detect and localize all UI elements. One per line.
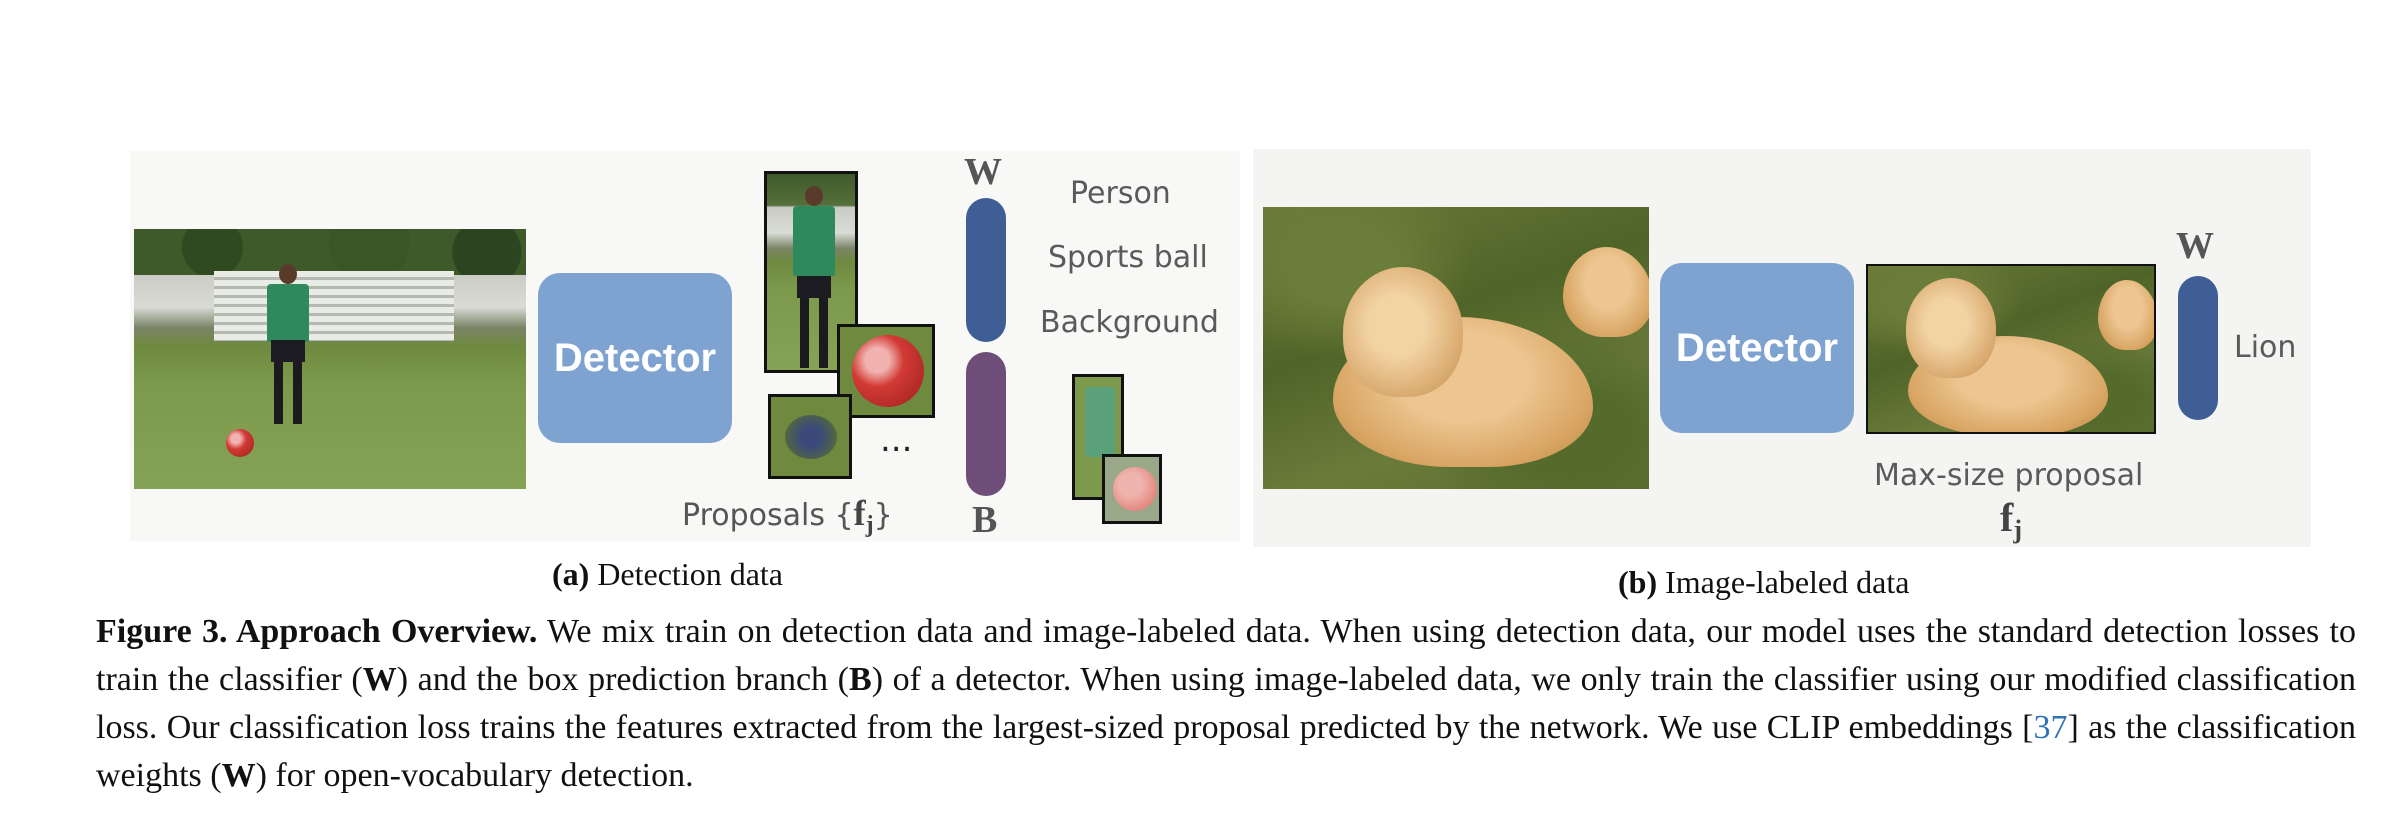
proposal-crop-ball (837, 324, 935, 418)
max-size-proposal-f: f (2000, 495, 2014, 540)
box-branch-b-bar (966, 352, 1006, 496)
class-label-background: Background (1040, 305, 1219, 340)
bleachers (214, 271, 454, 341)
caption-text-2: ) and the box prediction branch ( (396, 661, 849, 698)
class-label-lion: Lion (2234, 330, 2297, 365)
proposals-label: Proposals {fj} (682, 492, 893, 539)
subcaption-a-text: Detection data (597, 556, 783, 592)
detector-block-b: Detector (1660, 263, 1854, 433)
citation-link[interactable]: 37 (2033, 709, 2068, 746)
figure-label: Figure 3. Approach Overview. (96, 613, 538, 650)
subcaption-b: (b) Image-labeled data (1618, 564, 1909, 601)
class-label-sports-ball: Sports ball (1048, 240, 1208, 275)
lion-input-image (1263, 207, 1649, 489)
caption-text-1: We mix train on detection data and image… (96, 613, 2356, 698)
soccer-player (259, 264, 319, 454)
caption-text-5: ) for open-vocabulary detection. (255, 757, 694, 794)
proposal-crop-person (764, 171, 858, 373)
max-size-proposal-crop (1866, 264, 2156, 434)
caption-w2: W (221, 757, 256, 794)
subcaption-b-text: Image-labeled data (1665, 564, 1910, 600)
classifier-w-bar-b (2178, 276, 2218, 420)
figure-caption: Figure 3. Approach Overview. We mix trai… (96, 608, 2356, 800)
b-symbol: B (972, 499, 998, 541)
caption-text-3: ) of a detector. When using image-labele… (96, 661, 2356, 746)
subcaption-a-letter: (a) (552, 556, 590, 592)
soccer-input-image (134, 229, 526, 489)
class-label-person: Person (1070, 176, 1171, 211)
proposals-sub: j (865, 512, 874, 538)
w-symbol: W (964, 151, 1002, 193)
w-symbol-b: W (2176, 225, 2214, 267)
proposals-f: f (853, 493, 866, 533)
max-size-proposal-sub: j (2013, 515, 2022, 544)
subcaption-b-letter: (b) (1618, 564, 1658, 600)
caption-w1: W (362, 661, 397, 698)
proposals-close: } (873, 498, 893, 533)
max-size-proposal-fj: fj (2000, 494, 2022, 545)
classifier-w-bar (966, 198, 1006, 342)
max-size-proposal-label: Max-size proposal (1874, 458, 2144, 493)
detector-block: Detector (538, 273, 732, 443)
background-crop-2 (1102, 454, 1162, 524)
proposals-text: Proposals { (682, 498, 854, 533)
caption-b1: B (849, 661, 872, 698)
subcaption-a: (a) Detection data (552, 556, 783, 593)
proposals-ellipsis: ... (880, 420, 913, 460)
caption-text-4: ] as the classification weights ( (96, 709, 2356, 794)
trees-background (134, 229, 526, 275)
proposal-crop-blurry (768, 394, 852, 479)
soccer-ball (226, 429, 254, 457)
